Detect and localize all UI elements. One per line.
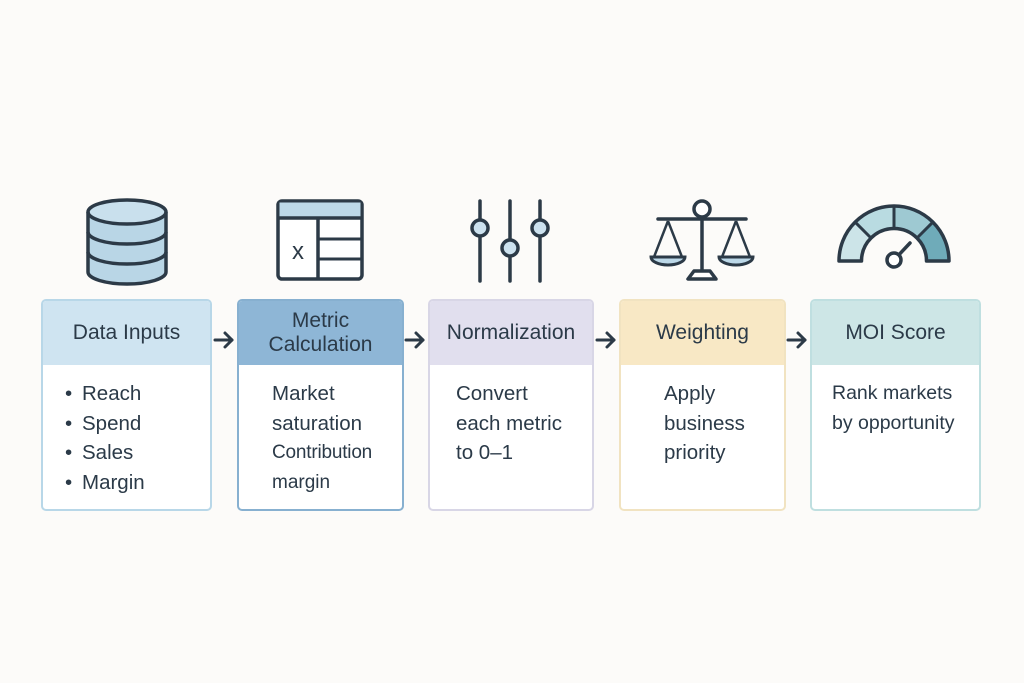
stage-metric-calculation: Metric Calculation Market saturation Con… <box>237 299 404 511</box>
arrow-right-icon <box>595 329 617 356</box>
stage-title: MOI Score <box>845 321 946 344</box>
list-item: •Reach <box>65 382 142 405</box>
svg-text:x: x <box>292 238 304 265</box>
arrow-right-icon <box>213 329 235 356</box>
stage-title: Normalization <box>446 321 576 344</box>
stage-body: Rank markets by opportunity <box>832 382 955 434</box>
list-item: •Sales <box>65 441 134 464</box>
stage-title: Metric Calculation <box>268 309 373 356</box>
stage-body: Apply business priority <box>664 382 745 464</box>
stage-weighting: Weighting Apply business priority <box>619 299 786 511</box>
stage-title: Data Inputs <box>72 321 181 344</box>
stage-body: Market saturation Contribution margin <box>272 382 373 493</box>
stage-header: Weighting <box>621 301 784 365</box>
list-item: •Margin <box>65 470 145 494</box>
stage-header: Normalization <box>430 301 592 365</box>
stage-normalization: Normalization Convert each metric to 0–1 <box>428 299 594 511</box>
stage-header: Data Inputs <box>43 301 210 365</box>
stage-title: Weighting <box>655 321 749 344</box>
stage-data-inputs: Data Inputs •Reach •Spend •Sales •Margin <box>41 299 212 511</box>
stage-body: Convert each metric to 0–1 <box>456 382 562 464</box>
arrow-right-icon <box>786 329 808 356</box>
arrow-right-icon <box>404 329 426 356</box>
database-icon <box>84 198 170 290</box>
balance-scale-icon <box>648 199 756 283</box>
list-item: •Spend <box>65 411 142 435</box>
stage-moi-score: MOI Score Rank markets by opportunity <box>810 299 981 511</box>
stage-header: MOI Score <box>812 301 979 365</box>
gauge-icon <box>833 200 955 270</box>
spreadsheet-icon: x <box>276 199 364 283</box>
stage-header: Metric Calculation <box>239 301 402 365</box>
sliders-icon <box>465 198 555 284</box>
stage-body: •Reach •Spend •Sales •Margin <box>43 365 210 497</box>
